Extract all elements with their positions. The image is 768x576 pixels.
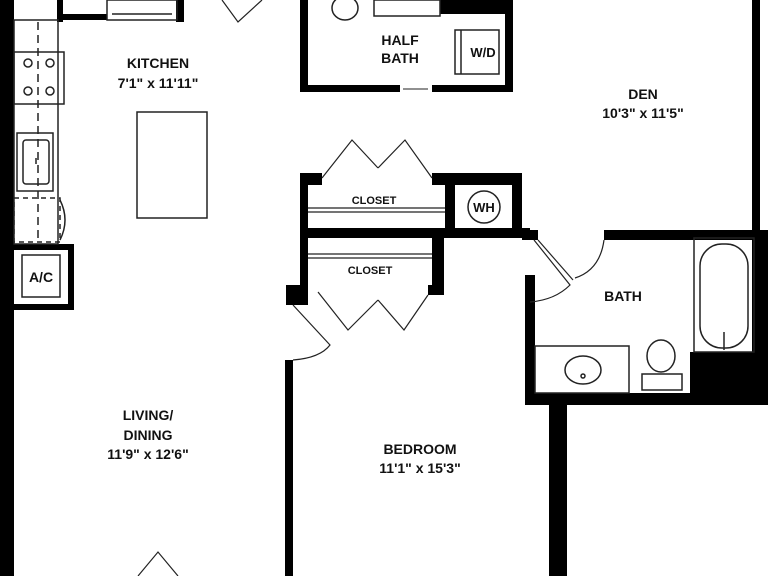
closet-upper-label: CLOSET (352, 195, 397, 207)
kitchen-label: KITCHEN (127, 55, 189, 71)
kitchen-island (136, 111, 208, 219)
doors (137, 239, 605, 576)
range-icon (13, 51, 65, 105)
living-label-1: LIVING/ (123, 407, 174, 423)
bedroom-dims: 11'1" x 15'3" (379, 460, 460, 476)
refrigerator-icon (106, 0, 178, 21)
bedroom-label: BEDROOM (383, 441, 456, 457)
closet-lower-doors (308, 253, 432, 331)
vanity-icon (373, 0, 441, 17)
water-heater-icon (467, 190, 501, 224)
bathtub-icon (693, 237, 755, 353)
ac-label: A/C (29, 269, 53, 285)
living-label-2: DINING (124, 427, 173, 443)
ac-unit-icon (21, 254, 61, 298)
bath-toilet-icon (641, 339, 683, 391)
kitchen-dims: 7'1" x 11'11" (118, 75, 199, 91)
half-bath-label-1: HALF (381, 32, 419, 48)
door-swing-top (221, 0, 263, 23)
kitchen-counter (13, 19, 59, 245)
closet-upper-doors (308, 139, 445, 213)
den-dims: 10'3" x 11'5" (602, 105, 683, 121)
half-bath-label-2: BATH (381, 50, 419, 66)
toilet-icon (331, 0, 359, 21)
wh-label: WH (473, 200, 495, 215)
closet-lower-label: CLOSET (348, 265, 393, 277)
bath-label: BATH (604, 288, 642, 304)
den-label: DEN (628, 86, 658, 102)
sink-icon (16, 132, 54, 192)
bath-vanity-icon (534, 345, 630, 394)
half-bath-fixtures (331, 0, 500, 90)
living-dims: 11'9" x 12'6" (107, 446, 188, 462)
washer-dryer-icon (454, 29, 500, 75)
dishwasher-icon (13, 197, 66, 243)
wd-label: W/D (470, 45, 495, 60)
